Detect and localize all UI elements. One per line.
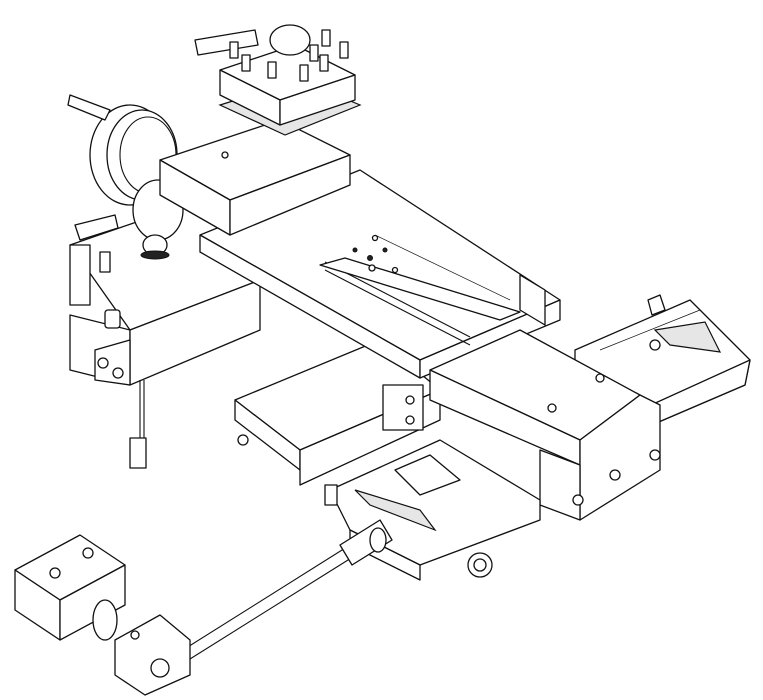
tool-post-screws — [229, 29, 349, 82]
scale-dial-front — [354, 489, 437, 532]
cross-slide-block — [429, 329, 661, 521]
scale-dial-right — [653, 321, 722, 353]
feed-rod — [174, 519, 393, 665]
tool-post — [194, 24, 362, 136]
carriage-body — [234, 339, 441, 486]
compound-rest — [159, 119, 351, 236]
rod-bracket — [14, 534, 191, 696]
